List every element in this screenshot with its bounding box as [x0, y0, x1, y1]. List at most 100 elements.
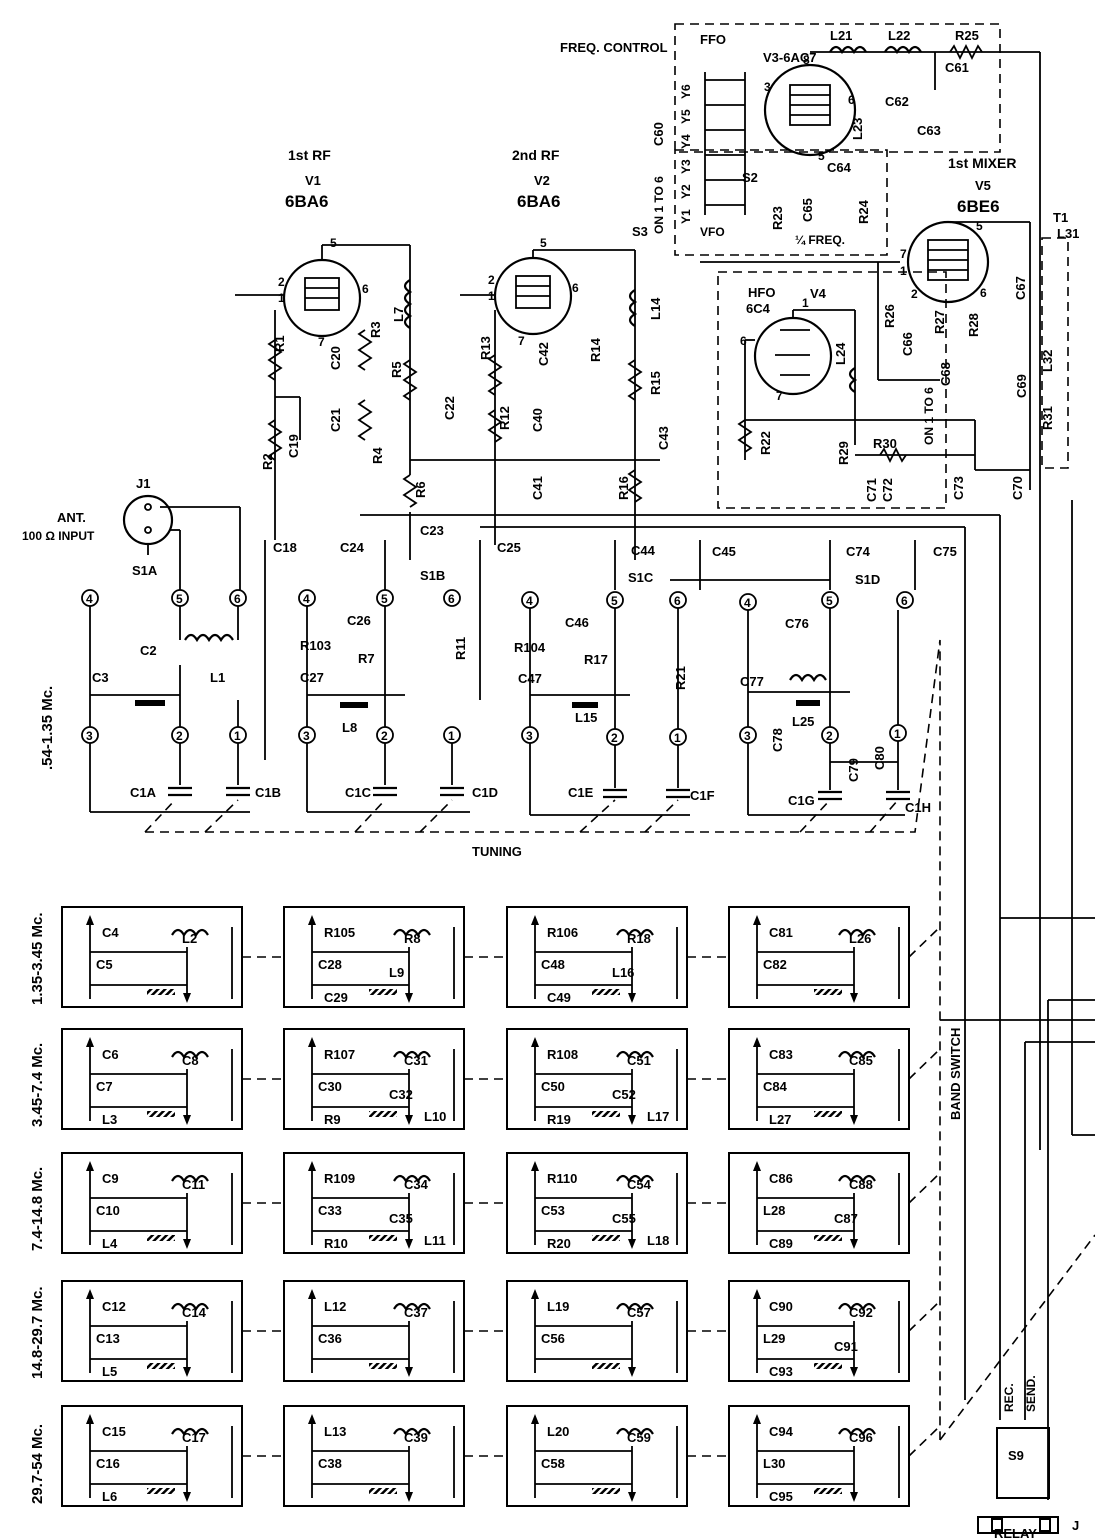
- part-label: L6: [102, 1489, 117, 1504]
- part-label: C6: [102, 1047, 119, 1062]
- pin: 4: [303, 592, 310, 606]
- part-label: C78: [770, 728, 785, 752]
- part-label: C52: [612, 1087, 636, 1102]
- coupling-caps: C18 C24 C25 C44 C45 C74 C75 S1B S1C S1D: [264, 540, 957, 760]
- part-label: C36: [318, 1331, 342, 1346]
- ant-label: ANT.: [57, 510, 86, 525]
- svg-text:C25: C25: [497, 540, 521, 555]
- svg-text:R5: R5: [389, 361, 404, 378]
- part-label: C49: [547, 990, 571, 1005]
- j1-label: J1: [136, 476, 150, 491]
- band-1-osc: 4 5 6 3 2 1 C76 C77 C78 C79 C80 L25 C1G …: [739, 591, 931, 816]
- svg-text:6: 6: [980, 286, 987, 300]
- svg-text:C22: C22: [442, 396, 457, 420]
- svg-text:C40: C40: [530, 408, 545, 432]
- pin: 5: [176, 592, 183, 606]
- svg-text:C62: C62: [885, 94, 909, 109]
- part-label: L5: [102, 1364, 117, 1379]
- pin: 4: [744, 596, 751, 610]
- part-label: C51: [627, 1053, 651, 1068]
- svg-text:R29: R29: [836, 441, 851, 465]
- svg-text:C66: C66: [900, 332, 915, 356]
- svg-text:C1C: C1C: [345, 785, 372, 800]
- part-label: C32: [389, 1087, 413, 1102]
- part-label: C95: [769, 1489, 793, 1504]
- part-label: C5: [96, 957, 113, 972]
- part-label: L20: [547, 1424, 569, 1439]
- svg-text:C23: C23: [420, 523, 444, 538]
- pin: 6: [234, 592, 241, 606]
- svg-text:6: 6: [848, 93, 855, 107]
- v1-type: 6BA6: [285, 192, 328, 211]
- t1-label: T1: [1053, 210, 1068, 225]
- svg-text:7: 7: [776, 389, 783, 403]
- svg-text:C20: C20: [328, 346, 343, 370]
- svg-text:R30: R30: [873, 436, 897, 451]
- ffo-section: FREQ. CONTROL FFO V3-6AC7 3 6 8 5 Y1 Y2 …: [560, 23, 1041, 1150]
- part-label: R19: [547, 1112, 571, 1127]
- part-label: C39: [404, 1430, 428, 1445]
- part-label: C30: [318, 1079, 342, 1094]
- svg-text:C68: C68: [938, 362, 953, 386]
- part-label: L4: [102, 1236, 118, 1251]
- svg-text:R28: R28: [966, 313, 981, 337]
- part-label: C3: [92, 670, 109, 685]
- part-label: R106: [547, 925, 578, 940]
- svg-text:C1E: C1E: [568, 785, 594, 800]
- svg-text:6: 6: [362, 282, 369, 296]
- band-6-range: 29.7-54 Mc.: [29, 1424, 46, 1504]
- pin: 3: [526, 729, 533, 743]
- svg-text:1: 1: [488, 289, 495, 303]
- part-label: C82: [763, 957, 787, 972]
- svg-text:C74: C74: [846, 544, 871, 559]
- v1-title: 1st RF: [288, 147, 331, 163]
- svg-text:3: 3: [764, 80, 771, 94]
- svg-text:R15: R15: [648, 371, 663, 395]
- part-label: L16: [612, 965, 634, 980]
- pin: 1: [448, 729, 455, 743]
- v3-tube-envelope: [763, 63, 857, 157]
- v4-tube: V4: [810, 286, 827, 301]
- part-label: L13: [324, 1424, 346, 1439]
- band-2-range: 1.35-3.45 Mc.: [29, 912, 46, 1005]
- part-label: C38: [318, 1456, 342, 1471]
- ant-input-label: 100 Ω INPUT: [22, 529, 95, 543]
- part-label: C58: [541, 1456, 565, 1471]
- pin: 1: [234, 729, 241, 743]
- part-label: L15: [575, 710, 597, 725]
- band-1-rf1: 4 5 6 3 2 1 C26 R103 C27 R7 L8 C1C C1D: [298, 589, 498, 813]
- part-label: C79: [846, 758, 861, 782]
- pin: 3: [303, 729, 310, 743]
- band-1-rf2: 4 5 6 3 2 1 C46 C47 R104 R17 L15 R21 C1E…: [514, 591, 715, 816]
- part-label: C53: [541, 1203, 565, 1218]
- svg-text:C21: C21: [328, 408, 343, 432]
- v5-tube: V5: [975, 178, 991, 193]
- part-label: C7: [96, 1079, 113, 1094]
- svg-text:L24: L24: [833, 342, 848, 365]
- svg-text:C1F: C1F: [690, 788, 715, 803]
- svg-text:C61: C61: [945, 60, 969, 75]
- svg-text:6: 6: [740, 334, 747, 348]
- part-label: C91: [834, 1339, 858, 1354]
- part-label: C87: [834, 1211, 858, 1226]
- part-label: C84: [763, 1079, 788, 1094]
- svg-text:5: 5: [540, 236, 547, 250]
- svg-text:6: 6: [572, 281, 579, 295]
- part-label: C54: [627, 1177, 652, 1192]
- part-label: C29: [324, 990, 348, 1005]
- part-label: C16: [96, 1456, 120, 1471]
- part-label: L9: [389, 965, 404, 980]
- svg-text:1: 1: [900, 264, 907, 278]
- stage-v2: 2nd RF V2 6BA6 5 2 1 6 7 R13 R12 C42 R14…: [360, 147, 1000, 1400]
- svg-text:5: 5: [330, 236, 337, 250]
- svg-text:R16: R16: [616, 476, 631, 500]
